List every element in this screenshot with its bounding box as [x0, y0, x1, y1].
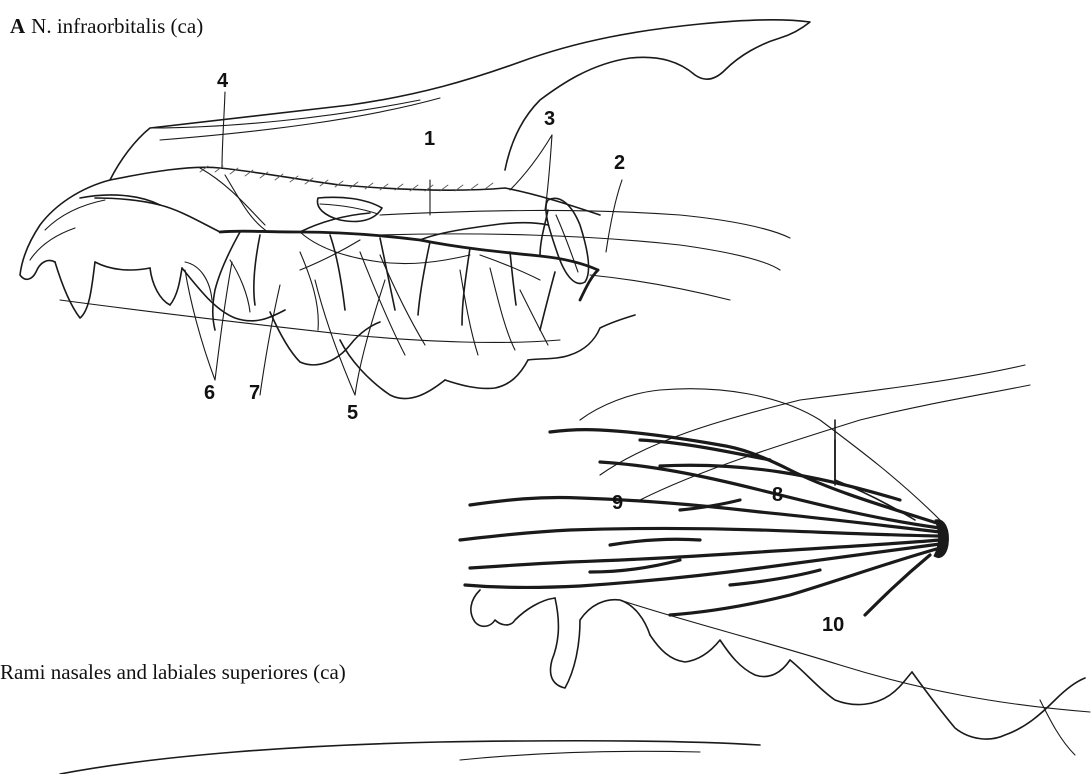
- lip-and-teeth-outline: [471, 590, 1090, 755]
- panel-a-letter: A: [10, 14, 25, 38]
- label-10: 10: [822, 614, 844, 637]
- labial-nerve-branches: [460, 365, 1030, 615]
- label-3: 3: [544, 108, 555, 131]
- label-6: 6: [204, 382, 215, 405]
- label-8: 8: [772, 484, 783, 507]
- panel-b-caption: Rami nasales and labiales superiores (ca…: [0, 660, 346, 685]
- panel-a-title: N. infraorbitalis (ca): [31, 14, 203, 38]
- infraorbital-nerve: [80, 92, 622, 395]
- skull-outline: [20, 20, 810, 399]
- label-9: 9: [612, 492, 623, 515]
- label-1: 1: [424, 128, 435, 151]
- label-5: 5: [347, 402, 358, 425]
- label-7: 7: [249, 382, 260, 405]
- label-2: 2: [614, 152, 625, 175]
- panel-c-outline: [60, 741, 760, 774]
- label-4: 4: [217, 70, 228, 93]
